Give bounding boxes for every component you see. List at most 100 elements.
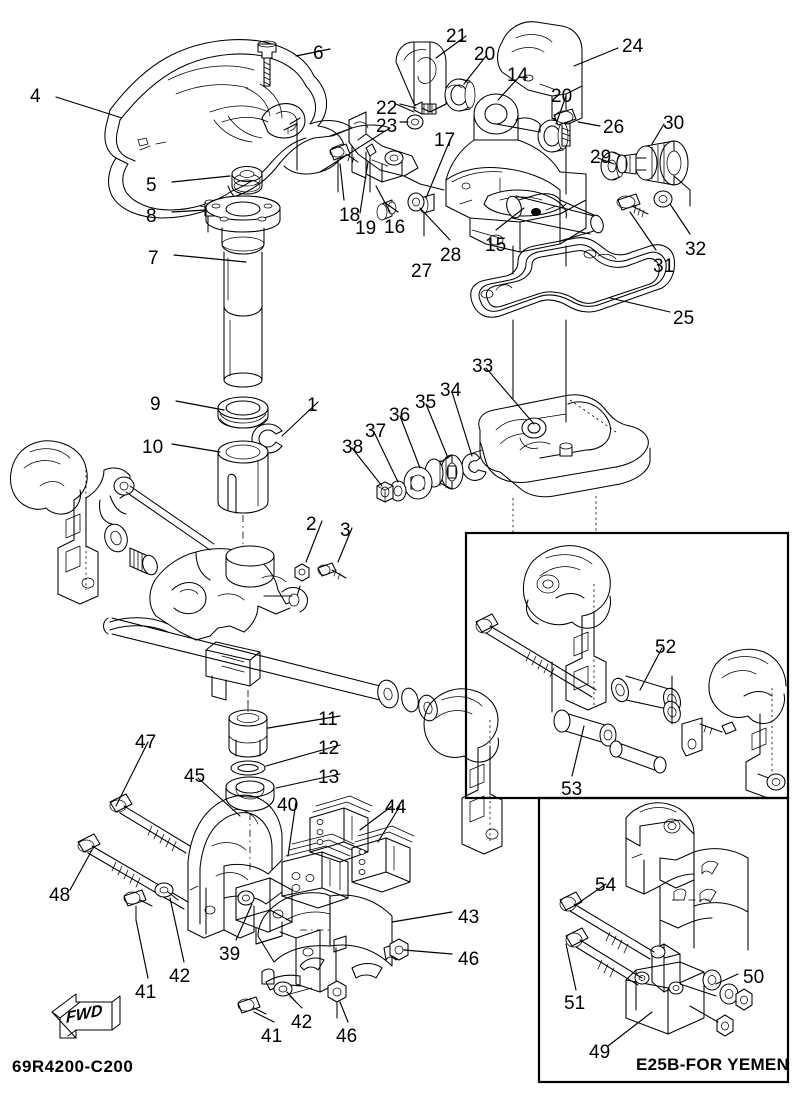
callout-number-31: 31 — [653, 256, 675, 277]
callout-number-43: 43 — [458, 907, 480, 928]
part-13-seal — [225, 776, 275, 870]
callout-number-14: 14 — [507, 65, 529, 86]
callout-number-6: 6 — [313, 43, 324, 64]
callout-number-12: 12 — [318, 738, 340, 759]
part-18-bolt — [329, 143, 359, 193]
part-25-gasket — [470, 237, 675, 318]
part-20-bushing-b — [537, 119, 569, 153]
callout-number-20b: 20 — [551, 86, 573, 107]
part-14-swivel-bracket — [445, 93, 587, 253]
callout-number-30: 30 — [663, 113, 685, 134]
callout-number-46b: 46 — [336, 1026, 358, 1047]
part-41-bolt-left — [123, 889, 153, 921]
part-41-bolt-bottom — [237, 996, 267, 1015]
part-lower-swivel-bracket — [109, 545, 309, 641]
part-38-nut — [376, 481, 394, 503]
part-5-bushing — [231, 165, 263, 195]
callout-number-34: 34 — [440, 380, 462, 401]
inset-lower-right-art — [559, 802, 753, 1037]
part-34-clip — [461, 449, 487, 481]
inset-label-yemen: E25B-FOR YEMEN — [636, 1055, 790, 1074]
inset-upper-right-art — [475, 545, 787, 799]
callout-number-4: 4 — [30, 86, 41, 107]
part-27-bushing — [376, 199, 397, 221]
callout-number-23: 23 — [376, 116, 398, 137]
callout-number-32: 32 — [685, 239, 707, 260]
part-37-washer — [389, 480, 407, 502]
callout-number-3: 3 — [340, 520, 351, 541]
callout-number-40: 40 — [277, 795, 299, 816]
callout-number-20: 20 — [474, 44, 496, 65]
part-3-bolt — [317, 562, 347, 580]
callout-number-16: 16 — [384, 217, 406, 238]
part-47-bolt — [109, 793, 191, 854]
part-2-washer — [294, 563, 310, 582]
part-43-cover-plate — [257, 892, 393, 967]
callout-number-41: 41 — [135, 982, 157, 1003]
callout-number-50: 50 — [743, 967, 765, 988]
callout-number-51: 51 — [564, 993, 586, 1014]
part-33-mount-plate — [478, 394, 651, 532]
callout-number-35: 35 — [415, 392, 437, 413]
callout-number-48: 48 — [49, 885, 71, 906]
callout-number-44: 44 — [385, 797, 407, 818]
part-21-bracket — [395, 41, 447, 113]
inset-box-lower-right — [537, 796, 790, 1084]
callout-number-49: 49 — [589, 1042, 611, 1063]
part-46-nut-b — [327, 980, 347, 1019]
part-10-collar — [217, 440, 269, 560]
callout-number-33: 33 — [472, 356, 494, 377]
part-31-bolt — [616, 193, 649, 218]
part-7-upper-casing — [205, 195, 281, 388]
part-19-bolt — [365, 143, 377, 193]
callout-number-53: 53 — [561, 779, 583, 800]
diagram-id-label: 69R4200-C200 — [12, 1057, 134, 1076]
part-44-rubber-mount-b — [351, 825, 415, 893]
callout-number-47: 47 — [135, 732, 157, 753]
steering-rod-assembly — [102, 617, 438, 722]
callout-number-54: 54 — [595, 875, 617, 896]
inset-box-upper-right — [464, 531, 790, 800]
part-12-oring — [230, 760, 266, 776]
callout-number-36: 36 — [389, 405, 411, 426]
callout-number-10: 10 — [142, 437, 164, 458]
part-46-nut-a — [389, 938, 409, 961]
callout-number-37: 37 — [365, 421, 387, 442]
callout-number-52: 52 — [655, 637, 677, 658]
callout-number-26: 26 — [603, 117, 625, 138]
part-15-tube — [506, 193, 604, 242]
callout-number-11: 11 — [318, 709, 338, 730]
part-23-washer — [406, 114, 424, 130]
callout-number-22: 22 — [376, 98, 398, 119]
callout-number-8: 8 — [146, 206, 157, 227]
callout-number-38: 38 — [342, 437, 364, 458]
part-40-rubber-mount — [281, 833, 355, 909]
part-32-washer — [653, 190, 673, 208]
callout-number-5: 5 — [146, 175, 157, 196]
callout-number-42b: 42 — [291, 1012, 313, 1033]
right-clamp-bracket — [423, 688, 503, 855]
callout-number-24: 24 — [622, 36, 644, 57]
part-42-washer-left — [154, 882, 179, 901]
callout-number-13: 13 — [318, 767, 340, 788]
left-clamp-bracket-assembly — [9, 440, 215, 605]
callout-number-21: 21 — [446, 26, 468, 47]
part-6-bolt — [257, 40, 277, 87]
callout-number-18: 18 — [339, 205, 361, 226]
callout-number-46: 46 — [458, 949, 480, 970]
callout-number-7: 7 — [148, 248, 159, 269]
mid-shaft-hardware — [104, 523, 158, 576]
part-44-rubber-mount-a — [309, 795, 373, 863]
part-9-seal — [217, 396, 269, 429]
lower-bracket-base-detail — [261, 929, 405, 995]
callout-number-1: 1 — [307, 395, 318, 416]
part-42-washer-bottom — [273, 981, 297, 1003]
part-28-washer — [407, 192, 425, 212]
part-11-bushing — [228, 700, 268, 758]
part-16-steering-arm — [348, 111, 445, 191]
callout-number-9: 9 — [150, 394, 161, 415]
part-30-damper — [616, 140, 691, 207]
callout-number-27: 27 — [411, 261, 433, 282]
